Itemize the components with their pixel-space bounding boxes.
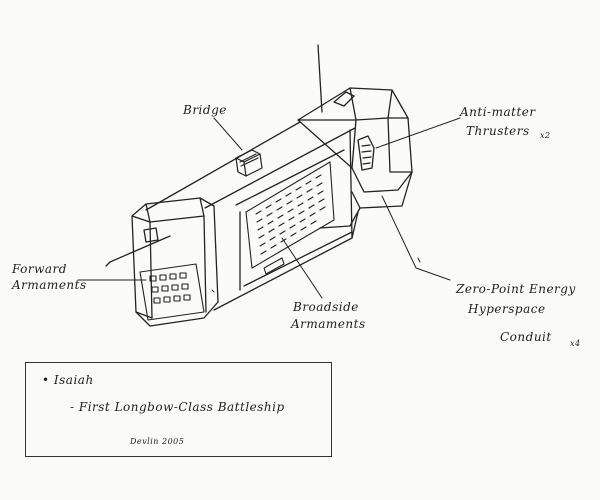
label-zeropoint-count: x4 [570, 339, 581, 348]
leader-bridge [213, 117, 243, 151]
label-antimatter-line1: Anti-matter [460, 105, 536, 119]
label-antimatter-count: x2 [540, 131, 551, 140]
label-forward-line2: Armaments [12, 278, 87, 292]
label-antimatter-line2: Thrusters [466, 124, 530, 138]
minor-marks [211, 257, 421, 293]
antenna-mast [317, 44, 323, 113]
broadside-armaments [245, 161, 335, 275]
label-zeropoint-line1: Zero-Point Energy [456, 282, 576, 296]
leader-zeropoint [381, 195, 451, 281]
thruster-unit [357, 135, 375, 171]
caption-name: • Isaiah [42, 373, 94, 387]
main-hull [145, 121, 359, 311]
front-hull-section [105, 197, 219, 327]
label-zeropoint-line3: Conduit [500, 330, 552, 344]
caption-box [25, 362, 332, 457]
label-forward-line1: Forward [12, 262, 67, 276]
caption-signature: Devlin 2005 [130, 437, 185, 446]
leader-lines [77, 117, 461, 299]
label-bridge: Bridge [183, 103, 227, 117]
caption-subtitle: - First Longbow-Class Battleship [70, 400, 285, 414]
forward-armaments [139, 263, 205, 321]
conduit-housing [319, 171, 413, 229]
label-zeropoint-line2: Hyperspace [468, 302, 546, 316]
bridge-structure [235, 149, 263, 177]
label-broadside-line1: Broadside [293, 300, 359, 314]
leader-antimatter [375, 117, 461, 149]
rear-hull-section [297, 87, 413, 193]
leader-broadside [281, 237, 323, 299]
label-broadside-line2: Armaments [291, 317, 366, 331]
